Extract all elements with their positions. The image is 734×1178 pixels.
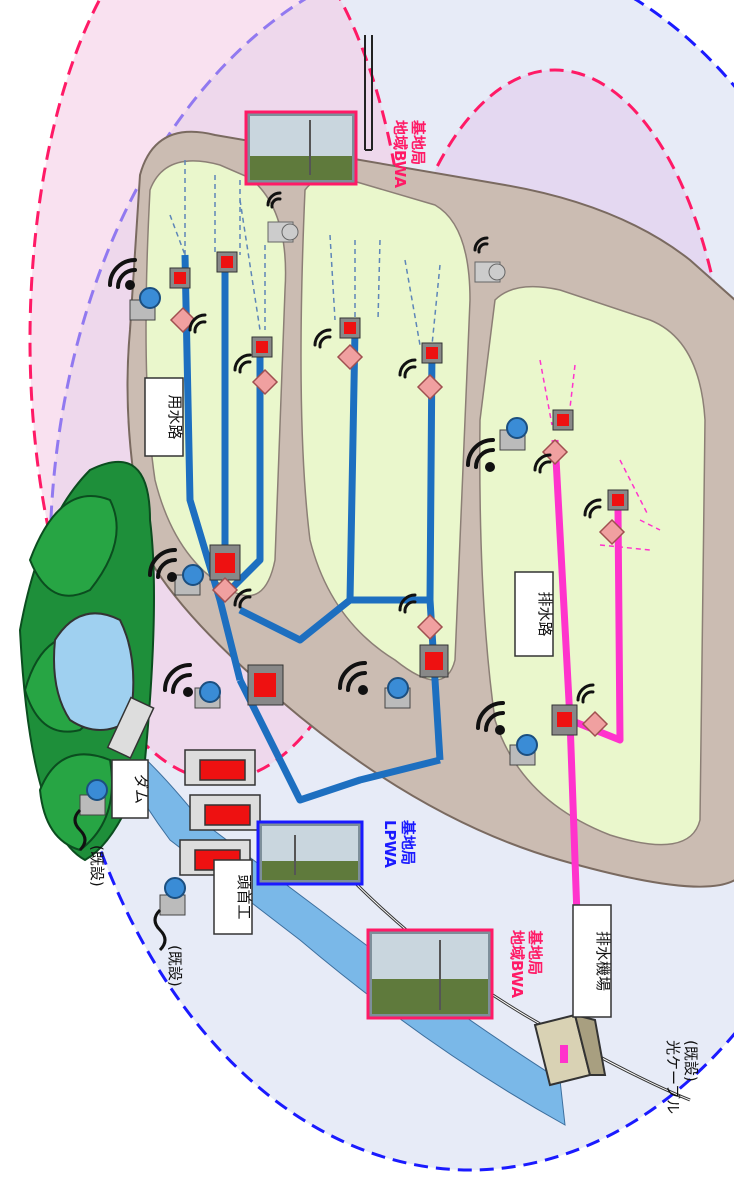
optical-cable-label: 光ケーブル(既設) xyxy=(664,1040,700,1114)
water-gate-icon xyxy=(170,268,190,288)
label-line: (既設) xyxy=(166,945,184,987)
label-line: 地域BWA xyxy=(508,930,526,998)
label-pump-station: 排水機場 xyxy=(573,905,612,1017)
irrigation-channel-label: 用水路 xyxy=(166,394,184,439)
drainage-channel-label: 排水路 xyxy=(536,591,554,636)
water-gate-icon xyxy=(422,343,442,363)
label-dam: ダム xyxy=(112,760,150,818)
label-drainage-channel: 排水路 xyxy=(515,572,554,656)
water-gate-icon xyxy=(608,490,628,510)
headworks-gates xyxy=(180,750,260,875)
camera-icon xyxy=(268,222,298,242)
water-gate-icon xyxy=(420,645,448,677)
label-line: 光ケーブル xyxy=(664,1040,682,1114)
label-line: 基地局 xyxy=(399,819,417,865)
label-line: 地域BWA xyxy=(391,120,409,188)
label-irrigation-channel: 用水路 xyxy=(145,378,184,456)
label-line: 基地局 xyxy=(409,119,427,165)
label-headworks: 頭首工 xyxy=(214,860,253,934)
existing-camera-label-1: (既設) xyxy=(88,845,106,887)
water-gate-icon xyxy=(553,410,573,430)
camera-icon xyxy=(475,262,505,282)
water-gate-icon xyxy=(210,545,240,580)
bwa-photo-top xyxy=(246,112,356,184)
headworks-label: 頭首工 xyxy=(235,874,253,919)
water-gate-icon xyxy=(340,318,360,338)
label-line: 基地局 xyxy=(526,929,544,975)
label-line: LPWA xyxy=(381,820,399,868)
reservoir xyxy=(54,613,133,730)
water-gate-icon xyxy=(217,252,237,272)
water-gate-icon xyxy=(248,665,283,705)
water-gate-icon xyxy=(252,337,272,357)
pump-station-label: 排水機場 xyxy=(594,931,612,991)
label-line: (既設) xyxy=(88,845,106,887)
label-line: (既設) xyxy=(682,1040,700,1082)
dam-label: ダム xyxy=(132,774,150,804)
existing-camera-label-2: (既設) xyxy=(166,945,184,987)
camera-icon xyxy=(385,678,410,708)
lpwa-photo xyxy=(258,822,362,884)
bwa-photo-bottom xyxy=(368,930,492,1018)
water-gate-icon xyxy=(552,705,577,735)
lpwa-station-label: LPWA基地局 xyxy=(381,819,417,868)
